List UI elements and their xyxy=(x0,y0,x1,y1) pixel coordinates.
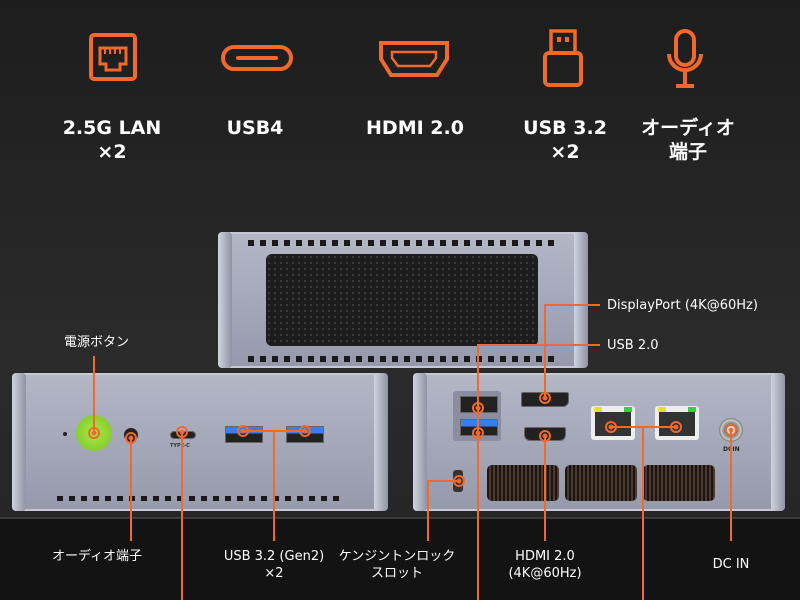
top-vent-mesh xyxy=(266,254,538,346)
label-audio-jack: オーディオ端子 xyxy=(51,549,143,564)
callout-dot-audio xyxy=(125,432,137,444)
device-top-view xyxy=(218,232,588,368)
label-power-button: 電源ボタン xyxy=(64,335,130,350)
callout-dot-usb2 xyxy=(472,402,484,414)
callout-dot-usb3-rear xyxy=(472,427,484,439)
callout-dot-hdmi xyxy=(539,430,551,442)
feature-label-usb32: USB 3.2×2 xyxy=(523,117,607,163)
device-front-view: TYPE-C xyxy=(12,373,388,511)
usb-a-icon xyxy=(543,29,583,87)
callout-dot-lan-2 xyxy=(670,421,682,433)
label-usb2: USB 2.0 xyxy=(607,338,659,353)
label-dc-in: DC IN xyxy=(712,557,750,572)
callout-dot-usb32-2 xyxy=(299,425,311,437)
vent-grille-3 xyxy=(643,465,715,501)
device-rear-view: DCIN xyxy=(413,373,785,511)
vent-grille-2 xyxy=(565,465,637,501)
callout-dot-power xyxy=(88,427,100,439)
label-usb32: USB 3.2 (Gen2)×2 xyxy=(223,549,325,581)
callout-dot-dcin xyxy=(725,424,737,436)
feature-label-hdmi: HDMI 2.0 xyxy=(366,117,464,139)
callout-dot-lan-1 xyxy=(605,421,617,433)
hdmi-icon xyxy=(379,41,449,77)
usb-c-icon xyxy=(221,45,293,71)
microphone-icon xyxy=(667,29,703,88)
callout-dot-typec xyxy=(176,426,188,438)
label-hdmi: HDMI 2.0(4K@60Hz) xyxy=(508,549,582,581)
type-c-mark: TYPE-C xyxy=(170,443,190,449)
feature-label-lan: 2.5G LAN×2 xyxy=(62,117,162,163)
status-led xyxy=(63,432,67,436)
callout-dot-kensington xyxy=(453,475,465,487)
floor xyxy=(0,517,800,600)
lan-port-icon xyxy=(89,33,137,81)
label-kensington: ケンジントンロックスロット xyxy=(338,549,456,581)
label-displayport: DisplayPort (4K@60Hz) xyxy=(607,298,758,313)
feature-label-audio: オーディオ端子 xyxy=(641,117,735,163)
callout-dot-usb32-1 xyxy=(237,425,249,437)
feature-label-usb4: USB4 xyxy=(226,117,284,139)
callout-dot-displayport xyxy=(539,392,551,404)
vent-grille-1 xyxy=(487,465,559,501)
